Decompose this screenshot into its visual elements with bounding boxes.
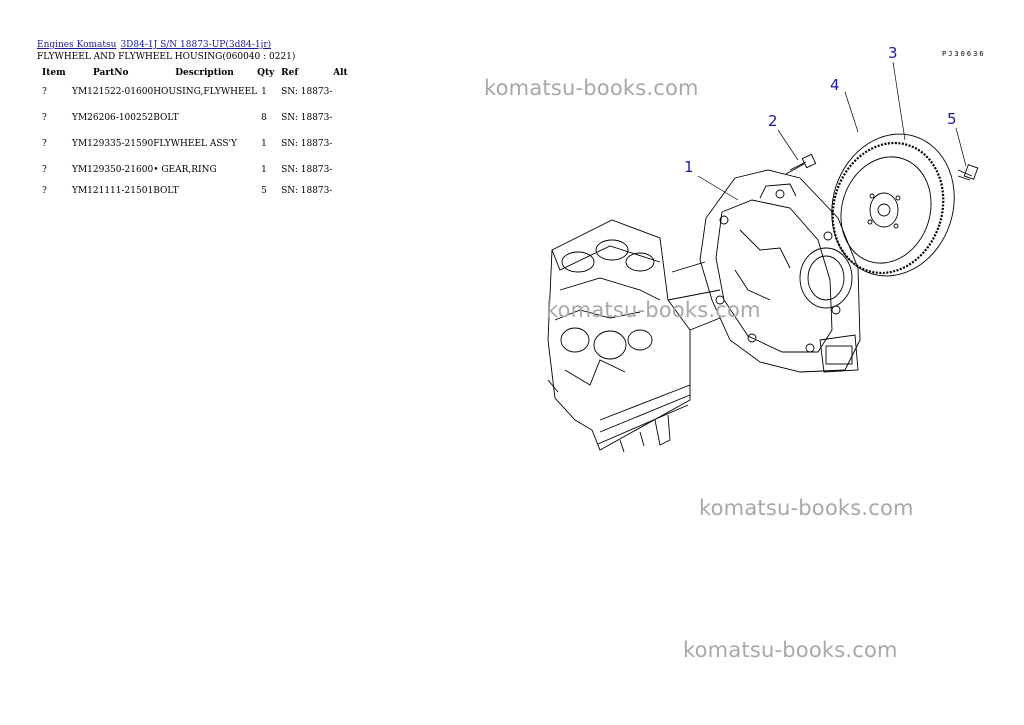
flywheel-bolt-drawing [957, 164, 979, 181]
cell-ref: SN: 18873- [281, 165, 333, 175]
cell-description: FLYWHEEL ASS'Y [153, 139, 237, 149]
callout-label-5: 5 [947, 110, 957, 128]
cell-partno: YM129350-21600 [72, 165, 154, 175]
bolt-drawing [785, 153, 817, 175]
engine-block-drawing [547, 219, 721, 453]
cell-ref: SN: 18873- [281, 87, 333, 97]
col-header-ref: Ref [281, 68, 299, 78]
flywheel-housing-drawing [699, 169, 861, 373]
cell-ref: SN: 18873- [281, 139, 333, 149]
table-row: ? YM129350-21600 • GEAR,RING 1 SN: 18873… [37, 158, 353, 179]
cell-partno: YM129335-21590 [72, 139, 154, 149]
cell-alt [333, 179, 353, 199]
cell-alt [333, 132, 353, 158]
diagram-code: PJ30636 [942, 50, 986, 58]
cell-alt [333, 158, 353, 179]
cell-description: HOUSING,FLYWHEEL [153, 87, 258, 97]
cell-item: ? [42, 139, 47, 149]
cell-item: ? [42, 87, 47, 97]
watermark: komatsu-books.com [484, 76, 699, 100]
parts-diagram [547, 61, 979, 453]
callout-label-1: 1 [684, 158, 694, 176]
cell-qty: 1 [261, 87, 267, 97]
col-header-alt: Alt [333, 68, 348, 78]
cell-partno: YM121111-21501 [72, 186, 154, 196]
breadcrumb-link-engines[interactable]: Engines Komatsu [37, 40, 117, 50]
col-header-description: Description [175, 68, 234, 78]
cell-ref: SN: 18873- [281, 113, 333, 123]
table-header-row: Item PartNo Description Qty Ref Alt [37, 66, 353, 80]
cell-item: ? [42, 165, 47, 175]
cell-ref: SN: 18873- [281, 186, 333, 196]
cell-partno: YM26206-100252 [72, 113, 154, 123]
watermark: komatsu-books.com [546, 298, 761, 322]
cell-qty: 5 [261, 186, 267, 196]
table-row: ? YM26206-100252 BOLT 8 SN: 18873- [37, 106, 353, 132]
cell-description: • GEAR,RING [153, 165, 217, 175]
flywheel-drawing [831, 133, 955, 277]
cell-qty: 8 [261, 113, 267, 123]
parts-table: Item PartNo Description Qty Ref Alt ? YM… [37, 66, 353, 199]
cell-partno: YM121522-01600 [72, 87, 154, 97]
col-header-partno: PartNo [93, 68, 129, 78]
callout-label-4: 4 [830, 76, 840, 94]
cell-qty: 1 [261, 165, 267, 175]
cell-item: ? [42, 113, 47, 123]
cell-alt [333, 80, 353, 106]
cell-description: BOLT [153, 186, 179, 196]
cell-item: ? [42, 186, 47, 196]
breadcrumb-link-model[interactable]: 3D84-1J S/N 18873-UP(3d84-1jr) [120, 40, 272, 50]
table-row: ? YM121522-01600 HOUSING,FLYWHEEL 1 SN: … [37, 80, 353, 106]
callout-leaders [697, 61, 967, 201]
col-header-item: Item [42, 68, 66, 78]
watermark: komatsu-books.com [699, 496, 914, 520]
callout-label-3: 3 [888, 44, 898, 62]
table-row: ? YM129335-21590 FLYWHEEL ASS'Y 1 SN: 18… [37, 132, 353, 158]
cell-description: BOLT [153, 113, 179, 123]
callout-label-2: 2 [768, 112, 778, 130]
col-header-qty: Qty [257, 68, 275, 78]
table-row: ? YM121111-21501 BOLT 5 SN: 18873- [37, 179, 353, 199]
page-title: FLYWHEEL AND FLYWHEEL HOUSING(060040 : 0… [37, 52, 296, 62]
cell-alt [333, 106, 353, 132]
cell-qty: 1 [261, 139, 267, 149]
watermark: komatsu-books.com [683, 638, 898, 662]
